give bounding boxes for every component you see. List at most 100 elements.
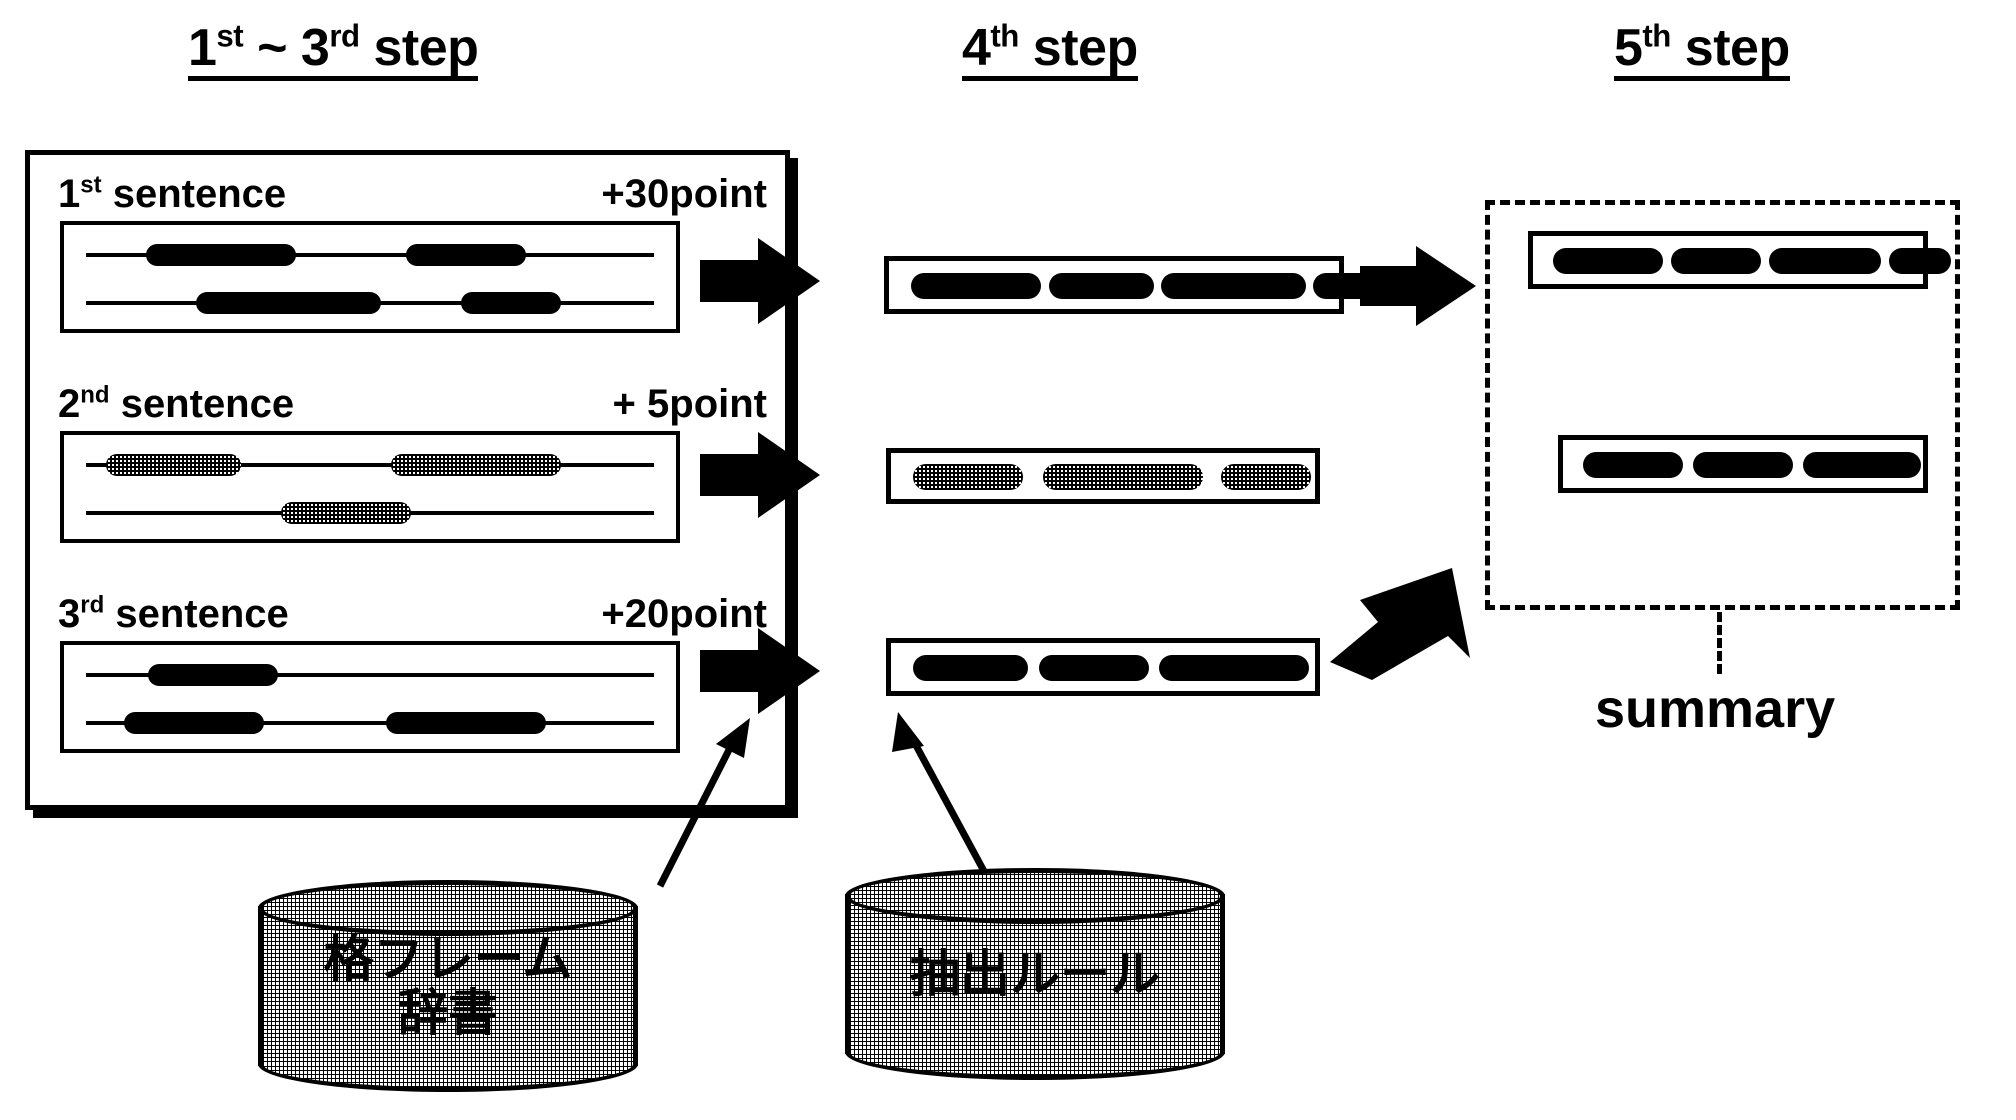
cylinder-top-ellipse: [258, 880, 638, 936]
sentence-2-line-2-blob-1: [281, 502, 411, 524]
sentence-1-word: sentence: [101, 172, 287, 216]
arrow-step4-to-summary-top: [1360, 246, 1478, 326]
sentence-1-line-2-blob-2: [461, 292, 561, 314]
heading-2-word-step: step: [1018, 19, 1138, 77]
sentence-2-line-1-blob-2: [391, 454, 561, 476]
summary-leader-line: [1717, 612, 1722, 674]
step4-box-3: [886, 638, 1320, 696]
arrow-head: [758, 432, 820, 518]
sentence-1-ordinal-sup: st: [80, 171, 102, 199]
arrow-step4-to-summary-diagonal: [1330, 568, 1470, 680]
summary-region: [1485, 200, 1960, 610]
sentence-3-line-2: [86, 712, 654, 734]
sentence-1-score: +30point: [601, 172, 767, 216]
cylinder-bottom-ellipse: [845, 1052, 1225, 1080]
arrow-line: [908, 736, 996, 888]
sentence-3-title: 3rd sentence: [58, 592, 289, 637]
heading-step-4: 4th step: [962, 18, 1138, 81]
sentence-1-title: 1st sentence: [58, 172, 286, 217]
arrow-head: [1416, 246, 1476, 326]
left-panel-container: 1st sentence +30point 2nd sentence + 5po…: [25, 150, 790, 810]
sentence-1-box: [60, 221, 680, 333]
sentence-2-box: [60, 431, 680, 543]
heading-step-5: 5th step: [1614, 19, 1790, 81]
step4-box-2: [886, 448, 1320, 504]
sentence-2-ordinal-sup: nd: [80, 381, 110, 409]
step4-box-3-bar-1: [913, 655, 1028, 681]
sentence-3-ordinal-sup: rd: [80, 591, 105, 619]
arrow-sentence-1-to-step4: [700, 238, 820, 324]
sentence-2-ordinal: 2: [58, 382, 81, 426]
summary-box-1-bar-3: [1769, 248, 1881, 274]
sentence-group-3: 3rd sentence +20point: [30, 589, 785, 789]
step4-box-1-bar-2: [1049, 273, 1154, 299]
arrow-shaft: [700, 454, 766, 496]
sentence-2-word: sentence: [109, 382, 295, 426]
step4-box-2-bar-1: [913, 464, 1023, 490]
summary-box-2-bar-3: [1803, 452, 1921, 478]
sentence-1-line-2-blob-1: [196, 292, 381, 314]
sentence-1-ordinal: 1: [58, 172, 81, 216]
summary-box-2-bar-2: [1693, 452, 1793, 478]
arrow-rules-to-step4: [892, 712, 996, 888]
sentence-3-line-1-blob-1: [148, 664, 278, 686]
database-case-frame-dictionary: 格フレーム 辞書: [258, 880, 638, 1092]
database-case-frame-dictionary-label: 格フレーム 辞書: [323, 930, 573, 1042]
heading-2-number: 4: [962, 19, 991, 77]
sentence-1-line-1-blob-2: [406, 244, 526, 266]
sentence-group-2: 2nd sentence + 5point: [30, 379, 785, 579]
heading-1-number: 1: [188, 19, 217, 77]
arrow-head: [758, 628, 820, 714]
step4-box-2-bar-2: [1043, 464, 1203, 490]
heading-1-word-step: step: [359, 19, 479, 77]
sentence-3-label-row: 3rd sentence +20point: [58, 589, 767, 637]
sentence-1-line-2: [86, 292, 654, 314]
step4-box-3-bar-2: [1039, 655, 1149, 681]
cylinder-bottom-ellipse: [258, 1064, 638, 1092]
sentence-2-line-1-blob-1: [106, 454, 241, 476]
arrow-head: [716, 718, 750, 758]
arrow-head: [758, 238, 820, 324]
summary-label: summary: [1595, 679, 1836, 739]
step4-box-1: [884, 256, 1393, 314]
step4-box-1-bar-1: [911, 273, 1041, 299]
arrow-sentence-2-to-step4: [700, 432, 820, 518]
sentence-2-label-row: 2nd sentence + 5point: [58, 379, 767, 427]
heading-1-sup-rd: rd: [329, 18, 360, 54]
step4-box-3-bar-3: [1159, 655, 1309, 681]
sentence-3-line-2-blob-2: [386, 712, 546, 734]
database-extraction-rules: 抽出ルール: [845, 868, 1225, 1080]
sentence-2-line-1: [86, 454, 654, 476]
arrow-shaft: [700, 650, 766, 692]
heading-1-tilde: ~ 3: [243, 19, 330, 77]
cylinder-top-ellipse: [845, 868, 1225, 924]
sentence-3-box: [60, 641, 680, 753]
arrow-line: [656, 738, 738, 888]
sentence-3-score: +20point: [601, 592, 767, 636]
diagonal-arrow-shape: [1330, 568, 1470, 680]
sentence-3-word: sentence: [104, 592, 289, 636]
step4-box-2-bar-3: [1221, 464, 1311, 490]
heading-step-1-3: 1st ~ 3rd step: [188, 18, 479, 81]
heading-2-sup-th: th: [990, 18, 1019, 54]
sentence-3-ordinal: 3: [58, 592, 81, 636]
heading-3-word-step: step: [1670, 19, 1790, 77]
sentence-group-1: 1st sentence +30point: [30, 169, 785, 369]
arrow-head: [892, 712, 924, 752]
summary-box-2-bar-1: [1583, 452, 1683, 478]
sentence-2-title: 2nd sentence: [58, 382, 294, 427]
sentence-3-line-2-blob-1: [124, 712, 264, 734]
arrow-shaft: [1360, 266, 1424, 306]
sentence-2-line-2: [86, 502, 654, 524]
sentence-1-line-1: [86, 244, 654, 266]
arrow-shaft: [700, 260, 766, 302]
heading-3-number: 5: [1614, 19, 1643, 77]
summary-box-1-bar-2: [1671, 248, 1761, 274]
summary-box-1: [1528, 231, 1951, 289]
sentence-1-label-row: 1st sentence +30point: [58, 169, 767, 217]
summary-box-1-bar-1: [1553, 248, 1663, 274]
sentence-1-line-1-blob-1: [146, 244, 296, 266]
database-extraction-rules-label: 抽出ルール: [910, 945, 1160, 1003]
step4-box-1-bar-3: [1161, 273, 1306, 299]
